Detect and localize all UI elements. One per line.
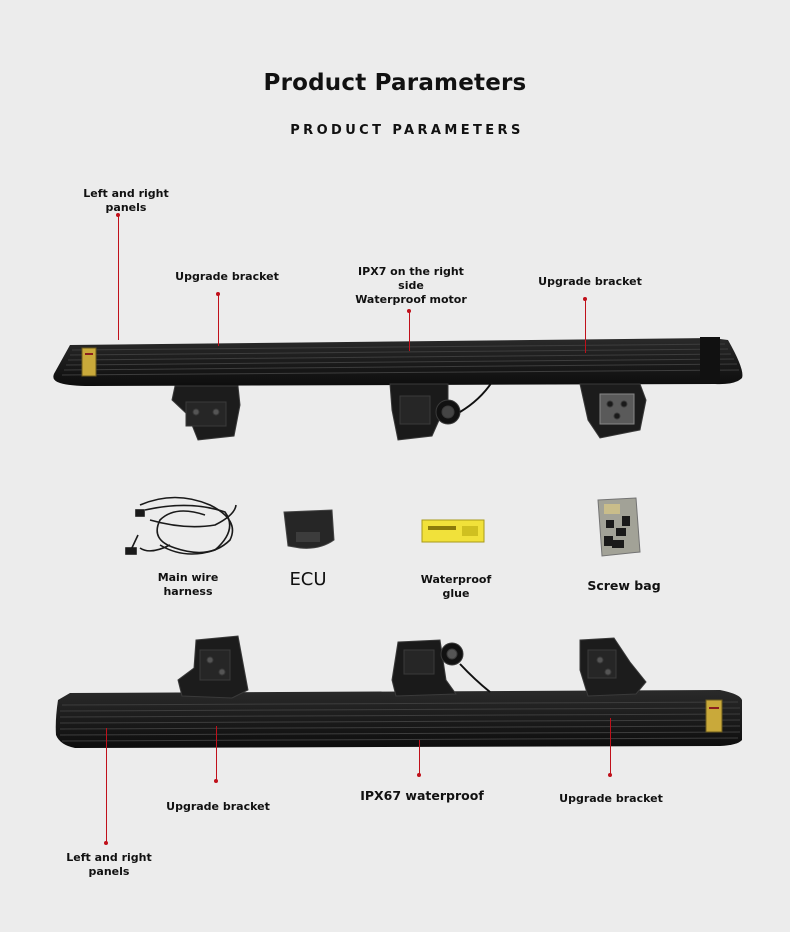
- callout-line-bottom-bracket-left: [216, 726, 217, 782]
- top-running-board: [53, 337, 743, 386]
- label-ecu: ECU: [289, 569, 327, 590]
- callout-line-top-bracket-left: [218, 294, 219, 346]
- label-top-bracket-right: Upgrade bracket: [538, 275, 642, 288]
- callout-line-bottom-waterproof: [419, 740, 420, 776]
- callout-line-top-bracket-right: [585, 299, 586, 353]
- label-top-bracket-left: Upgrade bracket: [175, 270, 279, 283]
- wire-harness-illustration: [125, 496, 237, 555]
- callout-dot-bottom-panels: [104, 841, 108, 845]
- callout-line-bottom-bracket-right: [610, 718, 611, 776]
- ecu-illustration: [283, 509, 335, 549]
- bottom-running-board: [55, 690, 742, 748]
- label-bottom-waterproof: IPX67 waterproof: [360, 788, 484, 803]
- callout-dot-top-bracket-right: [583, 297, 587, 301]
- callout-dot-top-panels: [116, 213, 120, 217]
- screw-bag-illustration: [597, 497, 641, 557]
- label-bottom-bracket-left: Upgrade bracket: [166, 800, 270, 813]
- callout-dot-top-bracket-left: [216, 292, 220, 296]
- label-wire-harness: Main wire harness: [157, 571, 219, 598]
- top-bracket-left: [171, 385, 241, 441]
- bottom-motor-bracket: [391, 639, 491, 697]
- bottom-bracket-right: [579, 637, 647, 697]
- label-bottom-bracket-right: Upgrade bracket: [559, 792, 663, 805]
- top-bracket-right: [579, 383, 647, 439]
- label-top-motor: IPX7 on the right side Waterproof motor: [355, 265, 467, 306]
- glue-illustration: [421, 519, 485, 543]
- callout-line-bottom-panels: [106, 728, 107, 844]
- callout-line-top-panels: [118, 215, 119, 340]
- label-bottom-panels: Left and right panels: [66, 851, 152, 878]
- label-screw-bag: Screw bag: [587, 578, 661, 593]
- page-title: Product Parameters: [263, 70, 527, 96]
- top-motor-bracket: [389, 381, 493, 441]
- label-waterproof-glue: Waterproof glue: [420, 573, 492, 600]
- callout-dot-bottom-waterproof: [417, 773, 421, 777]
- callout-dot-bottom-bracket-right: [608, 773, 612, 777]
- page-subtitle: PRODUCT PARAMETERS: [290, 123, 524, 138]
- label-top-panels: Left and right panels: [83, 187, 169, 214]
- callout-line-top-motor: [409, 311, 410, 351]
- callout-dot-bottom-bracket-left: [214, 779, 218, 783]
- callout-dot-top-motor: [407, 309, 411, 313]
- bottom-bracket-left: [177, 635, 249, 699]
